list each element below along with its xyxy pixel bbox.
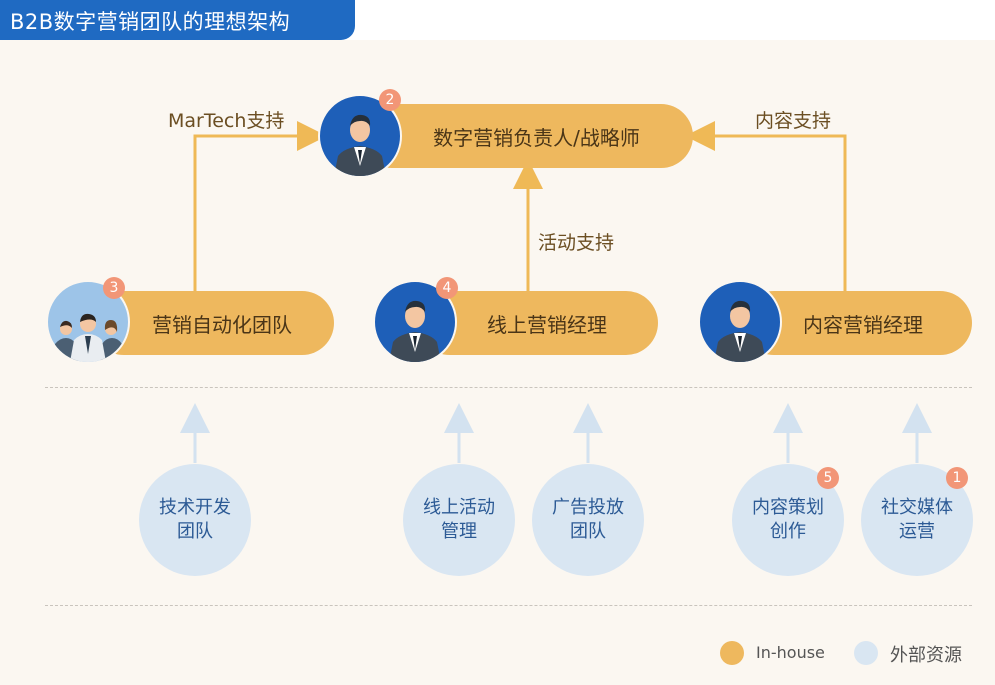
role-automation-label: 营销自动化团队 <box>152 312 292 337</box>
manager-avatar-icon <box>698 280 782 364</box>
ext-line1: 技术开发 <box>159 497 231 518</box>
external-tech-dev: 技术开发团队 <box>139 464 251 576</box>
role-head-pill: 数字营销负责人/战略师 <box>360 104 693 168</box>
section-divider-bottom <box>45 605 972 606</box>
legend-inhouse-swatch <box>720 641 744 665</box>
role-online-badge: 4 <box>436 277 458 299</box>
ext-line1: 线上活动 <box>423 497 495 518</box>
legend-external-swatch <box>854 641 878 665</box>
section-divider-top <box>45 387 972 388</box>
external-event-mgmt: 线上活动管理 <box>403 464 515 576</box>
role-automation-pill: 营销自动化团队 <box>92 291 334 355</box>
ext-content-badge: 5 <box>817 467 839 489</box>
ext-line1: 社交媒体 <box>881 497 953 518</box>
role-online-pill: 线上营销经理 <box>418 291 658 355</box>
diagram-title: B2B数字营销团队的理想架构 <box>10 10 291 34</box>
ext-line2: 运营 <box>899 521 935 542</box>
role-head-label: 数字营销负责人/战略师 <box>433 125 640 150</box>
team-avatar-icon <box>46 280 130 364</box>
role-online-label: 线上营销经理 <box>487 312 607 337</box>
legend-external-label: 外部资源 <box>890 645 962 666</box>
role-content-label: 内容营销经理 <box>803 312 923 337</box>
external-ads-team: 广告投放团队 <box>532 464 644 576</box>
content-connector <box>685 121 847 293</box>
ext-line2: 团队 <box>177 521 213 542</box>
legend-inhouse-label: In-house <box>756 643 825 662</box>
ext-line1: 内容策划 <box>752 497 824 518</box>
ext-line2: 创作 <box>770 521 806 542</box>
event-support-label: 活动支持 <box>538 232 615 254</box>
ext-social-badge: 1 <box>946 467 968 489</box>
ext-line2: 团队 <box>570 521 606 542</box>
ext-line2: 管理 <box>441 521 477 542</box>
content-support-label: 内容支持 <box>755 110 832 132</box>
martech-connector <box>193 121 327 293</box>
title-banner: B2B数字营销团队的理想架构 <box>0 0 355 40</box>
role-head-badge: 2 <box>379 89 401 111</box>
martech-support-label: MarTech支持 <box>168 110 285 132</box>
role-automation-badge: 3 <box>103 277 125 299</box>
executive-avatar-icon <box>318 94 402 178</box>
ext-line1: 广告投放 <box>552 497 624 518</box>
